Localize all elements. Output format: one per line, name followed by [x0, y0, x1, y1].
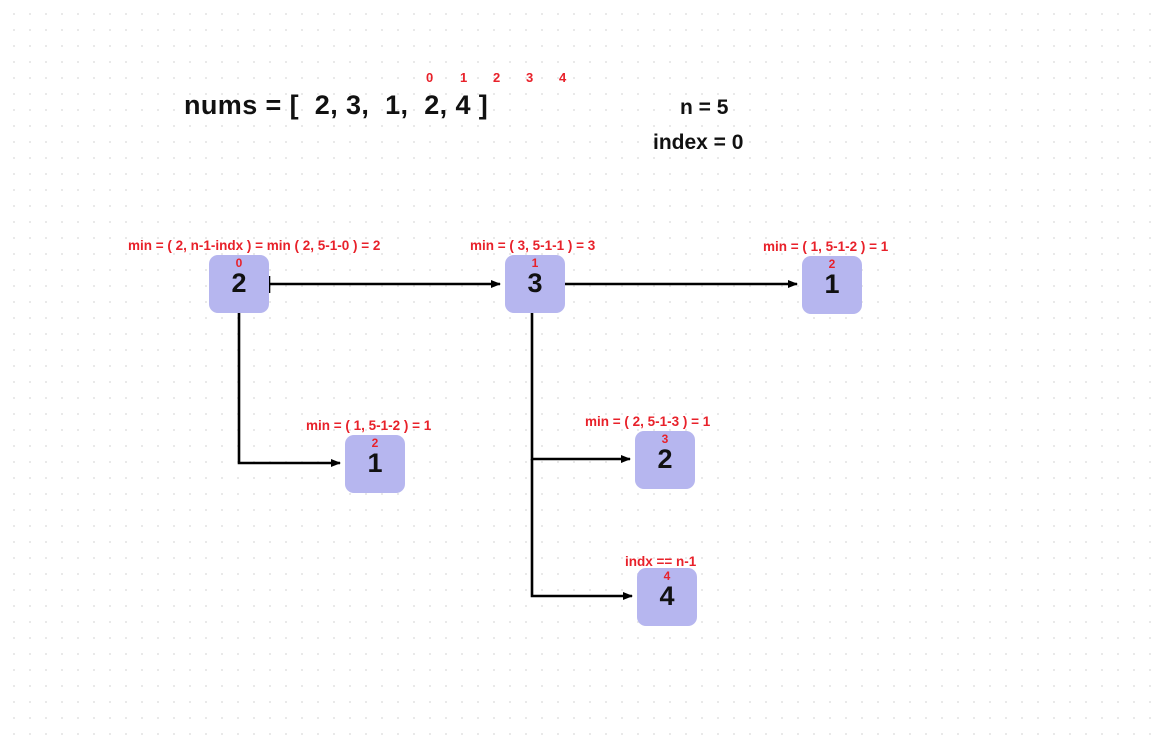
node-label-4: min = ( 2, 5-1-3 ) = 1	[585, 414, 711, 429]
edge-node1-node4	[530, 313, 631, 463]
node-index-4: 3	[661, 432, 669, 446]
node-label-2: min = ( 1, 5-1-2 ) = 1	[763, 239, 889, 254]
node-index-2: 2	[828, 257, 836, 271]
node-value-2: 1	[824, 269, 840, 299]
node-index-1: 1	[531, 256, 539, 270]
node-value-1: 3	[527, 268, 543, 298]
node-label-0: min = ( 2, n-1-indx ) = min ( 2, 5-1-0 )…	[128, 238, 381, 253]
node-index-0: 0	[235, 256, 243, 270]
node-value-3: 1	[367, 448, 383, 478]
nums-index-row: 0 1 2 3 4	[302, 70, 566, 88]
nums-header: 0 1 2 3 4 nums = [ 2, 3, 1, 2, 4 ]	[184, 70, 566, 122]
nums-index-4: 4	[559, 70, 567, 85]
node-label-5: indx == n-1	[625, 554, 697, 569]
tree-node-4[interactable]: 3 2	[635, 431, 695, 489]
nums-expression: nums = [ 2, 3, 1, 2, 4 ]	[184, 90, 489, 120]
node-value-0: 2	[231, 268, 247, 298]
edge-node0-node1	[267, 276, 501, 293]
nums-index-3: 3	[526, 70, 534, 85]
tree-node-0[interactable]: 0 2	[209, 255, 269, 313]
edge-node0-node3	[237, 313, 341, 467]
node-value-5: 4	[659, 581, 675, 611]
node-index-5: 4	[663, 569, 671, 583]
meta-header: n = 5 index = 0	[653, 90, 743, 160]
tree-node-3[interactable]: 2 1	[345, 435, 405, 493]
edge-node1-node5	[530, 459, 633, 600]
index-value-text: index = 0	[653, 131, 744, 154]
n-value-text: n = 5	[680, 96, 729, 119]
node-value-4: 2	[657, 444, 673, 474]
nums-index-2: 2	[493, 70, 501, 85]
nums-index-0: 0	[426, 70, 434, 85]
node-label-1: min = ( 3, 5-1-1 ) = 3	[470, 238, 596, 253]
node-label-3: min = ( 1, 5-1-2 ) = 1	[306, 418, 432, 433]
node-index-3: 2	[371, 436, 379, 450]
nums-index-1: 1	[460, 70, 468, 85]
tree-node-5[interactable]: 4 4	[637, 568, 697, 626]
tree-node-1[interactable]: 1 3	[505, 255, 565, 313]
tree-node-2[interactable]: 2 1	[802, 256, 862, 314]
